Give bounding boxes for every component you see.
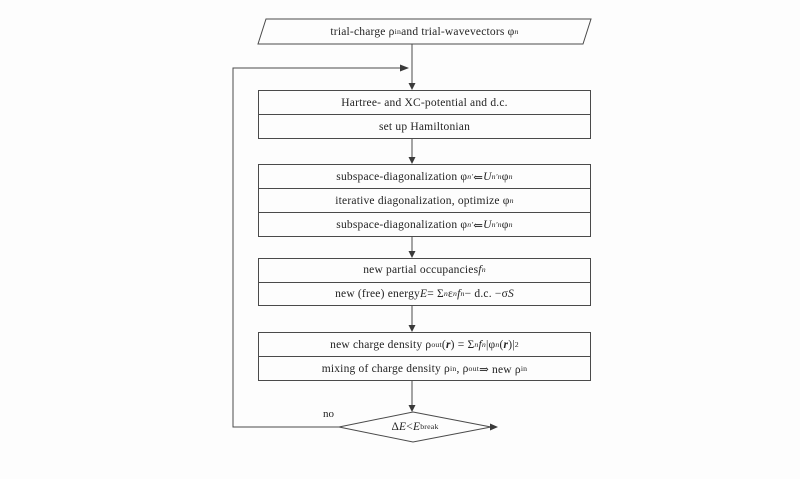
loopback-line [232,67,400,428]
arrowhead-down-1-icon [408,83,416,90]
start-parallelogram-shape [257,18,592,45]
arrowhead-down-3-icon [408,251,416,258]
decision-diamond-shape [338,411,492,443]
arrowhead-down-2-icon [408,157,416,164]
exit-arrowhead-icon [490,423,498,431]
node-setup-hamiltonian: set up Hamiltonian [259,114,590,138]
group-hamiltonian: Hartree- and XC-potential and d.c. set u… [258,90,591,139]
arrowhead-down-4-icon [408,325,416,332]
loopback-arrowhead-icon [400,64,409,72]
node-hartree-xc-potential: Hartree- and XC-potential and d.c. [341,96,508,109]
edge-label-no: no [323,408,334,420]
arrowhead-down-5-icon [408,405,416,412]
